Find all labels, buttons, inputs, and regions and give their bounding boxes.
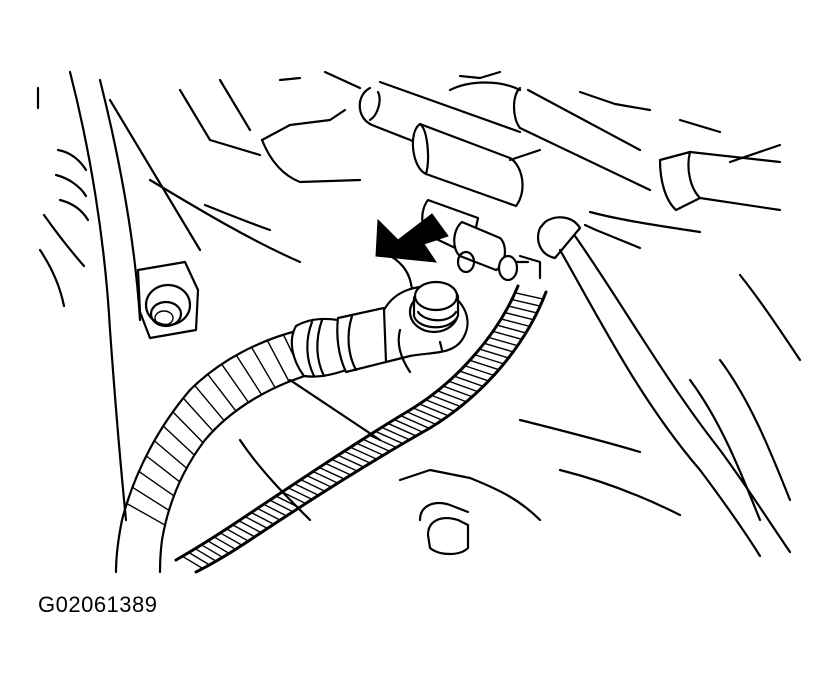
right-fitting: [537, 216, 598, 260]
ground-cable: [114, 285, 469, 574]
center-fitting: [421, 198, 542, 282]
engine-bolt-left: [136, 260, 200, 340]
engine-lug: [418, 502, 470, 556]
upper-pipe: [358, 80, 782, 212]
long-cable-right: [558, 234, 792, 558]
figure-code-label: G02061389: [38, 592, 158, 617]
ground-cable-illustration: [36, 70, 802, 574]
ground-bolt-icon: [408, 280, 460, 334]
corrugated-hose: [174, 284, 548, 574]
arrow-down-left-icon: [375, 213, 449, 263]
